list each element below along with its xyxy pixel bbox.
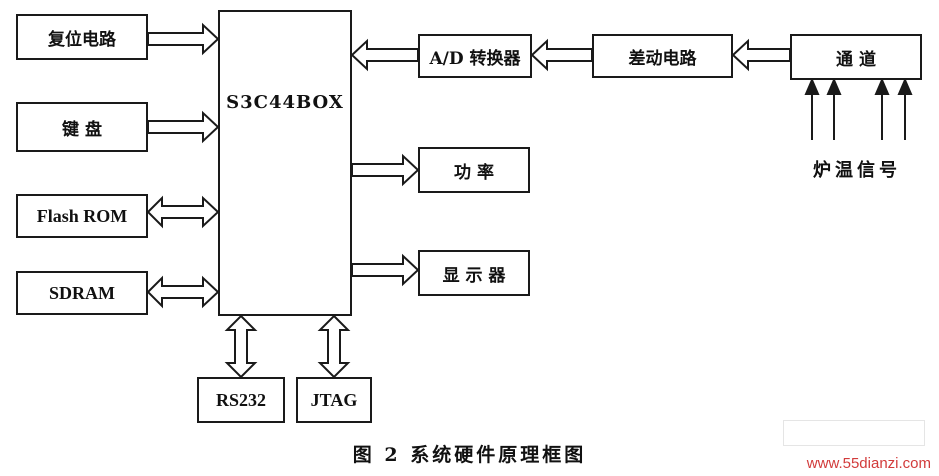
furnace-temperature-signal-label: 炉温信号	[813, 160, 901, 181]
flash-rom-label: Flash ROM	[36, 205, 128, 226]
arrow-sdram-cpu	[146, 275, 220, 309]
differential-circuit-block: 差动电路	[592, 34, 733, 78]
adc-label: A/D 转换器	[429, 48, 521, 69]
cpu-label: S3C44BOX	[226, 92, 344, 113]
channel-block: 通 道	[790, 34, 922, 80]
display-block: 显 示 器	[418, 250, 530, 296]
flash-rom-block: Flash ROM	[16, 194, 148, 238]
arrow-cpu-to-display	[351, 253, 420, 287]
watermark-frame	[783, 420, 925, 446]
differential-circuit-label: 差动电路	[628, 48, 697, 69]
arrow-cpu-rs232	[224, 314, 258, 379]
rs232-block: RS232	[197, 377, 285, 423]
arrow-flash-cpu	[146, 195, 220, 229]
arrow-cpu-to-power	[351, 153, 420, 187]
rs232-label: RS232	[215, 389, 266, 410]
channel-label: 通 道	[836, 49, 876, 70]
arrow-reset-to-cpu	[147, 22, 220, 56]
jtag-block: JTAG	[296, 377, 372, 423]
watermark-text: www.55dianzi.com	[806, 455, 931, 472]
signal-input-arrows	[804, 77, 913, 140]
arrow-cpu-jtag	[317, 314, 351, 379]
adc-block: A/D 转换器	[418, 34, 532, 78]
power-block: 功 率	[418, 147, 530, 193]
arrow-keyboard-to-cpu	[147, 110, 220, 144]
sdram-label: SDRAM	[49, 282, 115, 303]
reset-circuit-label: 复位电路	[48, 29, 116, 50]
keyboard-block: 键 盘	[16, 102, 148, 152]
figure-caption: 图 2 系统硬件原理框图	[352, 444, 587, 466]
display-label: 显 示 器	[442, 265, 506, 286]
jtag-label: JTAG	[310, 389, 358, 410]
sdram-block: SDRAM	[16, 271, 148, 315]
reset-circuit-block: 复位电路	[16, 14, 148, 60]
arrow-adc-to-cpu	[350, 38, 419, 72]
arrow-diff-to-adc	[530, 38, 593, 72]
cpu-block: S3C44BOX	[218, 10, 352, 316]
power-label: 功 率	[454, 162, 494, 183]
arrow-channel-to-diff	[731, 38, 791, 72]
keyboard-label: 键 盘	[62, 119, 102, 140]
